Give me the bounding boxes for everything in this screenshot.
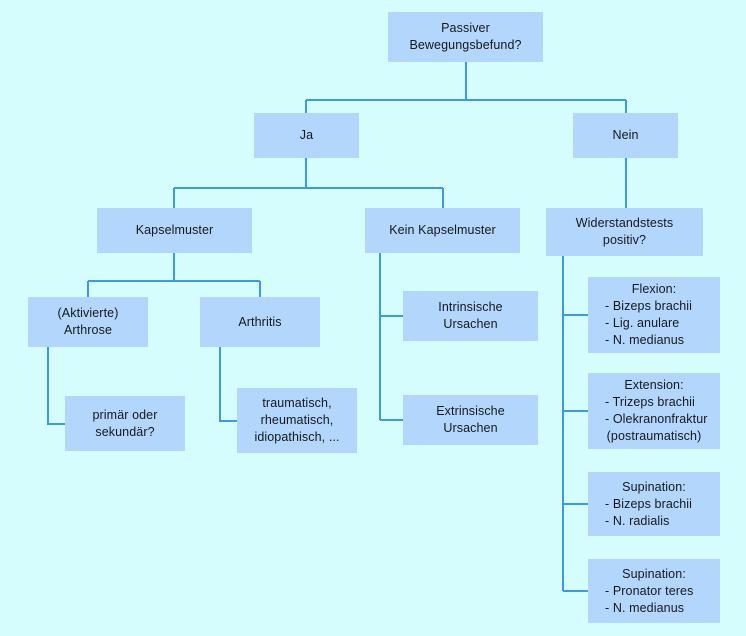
node-line: Ursachen <box>443 421 498 435</box>
node-line: Passiver <box>441 21 490 35</box>
node-line: Arthrose <box>63 323 113 337</box>
node-line: Kein Kapselmuster <box>389 223 496 237</box>
node-line: Arthritis <box>238 314 282 329</box>
node-ja[interactable]: Ja <box>254 113 359 158</box>
node-primaer-oder-sekundaer[interactable]: primär oder sekundär? <box>65 396 185 451</box>
node-line: Widerstandstests <box>575 216 674 230</box>
node-heading: Supination: <box>622 566 686 581</box>
node-kein-kapselmuster[interactable]: Kein Kapselmuster <box>365 208 520 253</box>
node-list-item: - Olekranonfraktur <box>605 412 708 426</box>
node-supination-bizeps[interactable]: Supination: - Bizeps brachii - N. radial… <box>588 472 720 536</box>
node-list-item: - N. medianus <box>605 333 685 347</box>
node-line: Nein <box>612 128 639 142</box>
node-list-item: - Lig. anulare <box>605 316 680 330</box>
node-intrinsische-ursachen[interactable]: Intrinsische Ursachen <box>403 291 538 341</box>
node-nein[interactable]: Nein <box>573 113 678 158</box>
node-line: positiv? <box>602 233 647 247</box>
node-line: Ursachen <box>443 317 498 331</box>
edge-arthritis-to-formen <box>219 347 237 422</box>
node-arthritis[interactable]: Arthritis <box>200 297 320 347</box>
node-passiver-bewegungsbefund[interactable]: Passiver Bewegungsbefund? <box>388 12 543 62</box>
edge-arthrose-to-primaer <box>47 347 65 425</box>
node-list-item: - Trizeps brachii <box>605 395 695 409</box>
node-list-item: - N. medianus <box>605 600 685 615</box>
node-list-item: - Bizeps brachii <box>605 496 693 511</box>
node-line: Bewegungsbefund? <box>409 38 522 52</box>
node-heading: Supination: <box>622 479 686 494</box>
node-extension[interactable]: Extension: - Trizeps brachii - Olekranon… <box>588 373 720 449</box>
node-line: traumatisch, <box>262 396 332 410</box>
node-line: Ja <box>299 128 314 142</box>
node-line: rheumatisch, <box>260 413 334 427</box>
node-list-item: - Bizeps brachii <box>605 299 693 313</box>
node-flexion[interactable]: Flexion: - Bizeps brachii - Lig. anulare… <box>588 277 720 353</box>
node-line: sekundär? <box>95 424 155 439</box>
node-widerstandstests-positiv[interactable]: Widerstandstests positiv? <box>546 208 703 256</box>
node-footnote: (postraumatisch) <box>606 429 702 443</box>
node-heading: Extension: <box>624 378 684 392</box>
node-heading: Flexion: <box>631 282 677 296</box>
node-extrinsische-ursachen[interactable]: Extrinsische Ursachen <box>403 395 538 445</box>
node-line: idiopathisch, ... <box>254 430 340 444</box>
node-arthritis-formen[interactable]: traumatisch, rheumatisch, idiopathisch, … <box>237 388 357 453</box>
node-kapselmuster[interactable]: Kapselmuster <box>97 208 252 253</box>
node-aktivierte-arthrose[interactable]: (Aktivierte) Arthrose <box>28 297 148 347</box>
node-supination-pronator[interactable]: Supination: - Pronator teres - N. median… <box>588 559 720 623</box>
node-list-item: - N. radialis <box>605 513 670 528</box>
node-line: (Aktivierte) <box>57 306 119 320</box>
node-line: primär oder <box>92 407 158 422</box>
node-line: Intrinsische <box>438 300 503 314</box>
node-line: Extrinsische <box>436 404 505 418</box>
node-line: Kapselmuster <box>135 223 214 237</box>
node-list-item: - Pronator teres <box>605 583 694 598</box>
